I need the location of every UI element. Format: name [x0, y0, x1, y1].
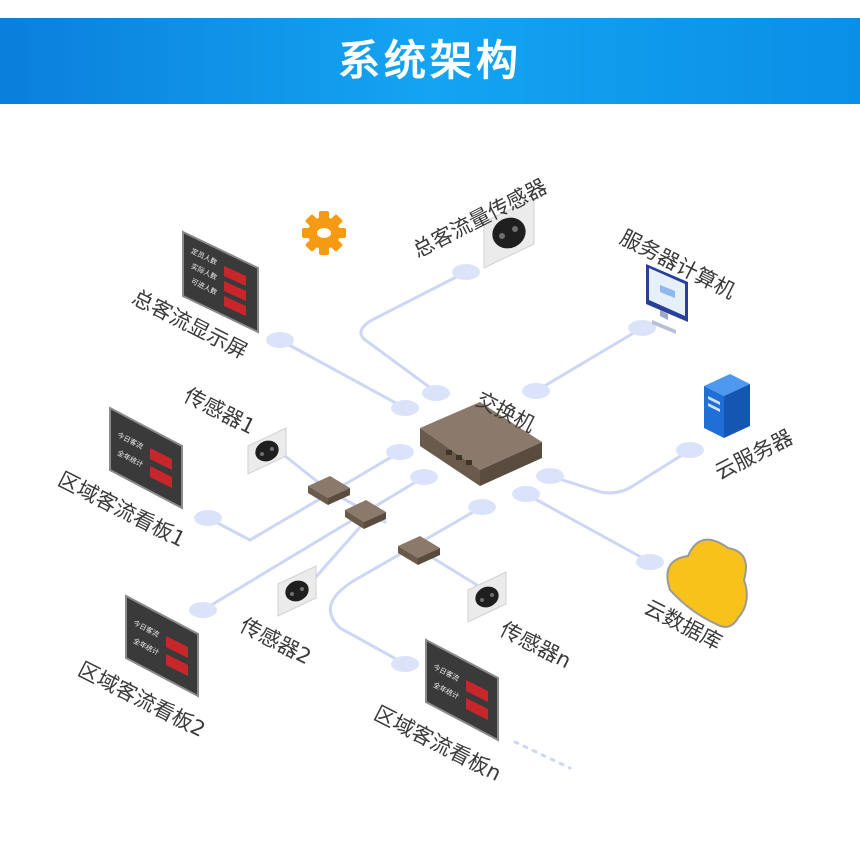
line-total-display	[278, 338, 407, 410]
sensor-1-device	[247, 427, 287, 475]
cloud-database-icon	[666, 538, 748, 628]
node-dot	[536, 468, 564, 484]
gear-icon	[302, 211, 346, 255]
line-zone-board-1	[206, 450, 402, 542]
title-banner: 系统架构	[0, 18, 860, 104]
total-display-board	[182, 230, 259, 334]
zone-board-1-device	[109, 406, 183, 510]
node-dot	[512, 486, 540, 502]
network-switch	[420, 402, 542, 486]
line-server-computer	[534, 326, 644, 393]
hub-box-1	[308, 476, 350, 505]
server-computer-icon	[646, 264, 688, 334]
node-dot	[391, 656, 419, 672]
node-dot	[386, 444, 414, 460]
node-dot	[194, 510, 222, 526]
zone-board-2-device	[125, 594, 199, 698]
line-continuation-dots	[513, 740, 572, 770]
page-title: 系统架构	[337, 36, 522, 85]
hub-box-3	[398, 536, 440, 565]
node-dot	[452, 264, 480, 280]
line-zone-board-n	[329, 505, 484, 666]
zone-board-n-device	[425, 638, 499, 742]
node-dot	[676, 442, 704, 458]
node-dot	[266, 332, 294, 348]
sensor-2-device	[277, 565, 317, 617]
node-dot	[410, 469, 438, 485]
node-dot	[628, 320, 656, 336]
line-total-sensor	[359, 270, 468, 394]
total-sensor-device	[483, 197, 535, 269]
node-dot	[522, 383, 550, 399]
line-cloud-server	[548, 448, 692, 495]
node-dot	[422, 385, 450, 401]
node-dot	[391, 400, 419, 416]
line-zone-board-2	[201, 475, 426, 612]
node-dot	[636, 554, 664, 570]
node-dot	[468, 499, 496, 515]
hub-box-2	[345, 500, 386, 529]
node-dots	[189, 264, 704, 672]
cloud-server-icon	[704, 374, 750, 438]
line-cloud-database	[524, 492, 652, 564]
sensor-n-device	[467, 571, 507, 623]
node-dot	[189, 602, 217, 618]
